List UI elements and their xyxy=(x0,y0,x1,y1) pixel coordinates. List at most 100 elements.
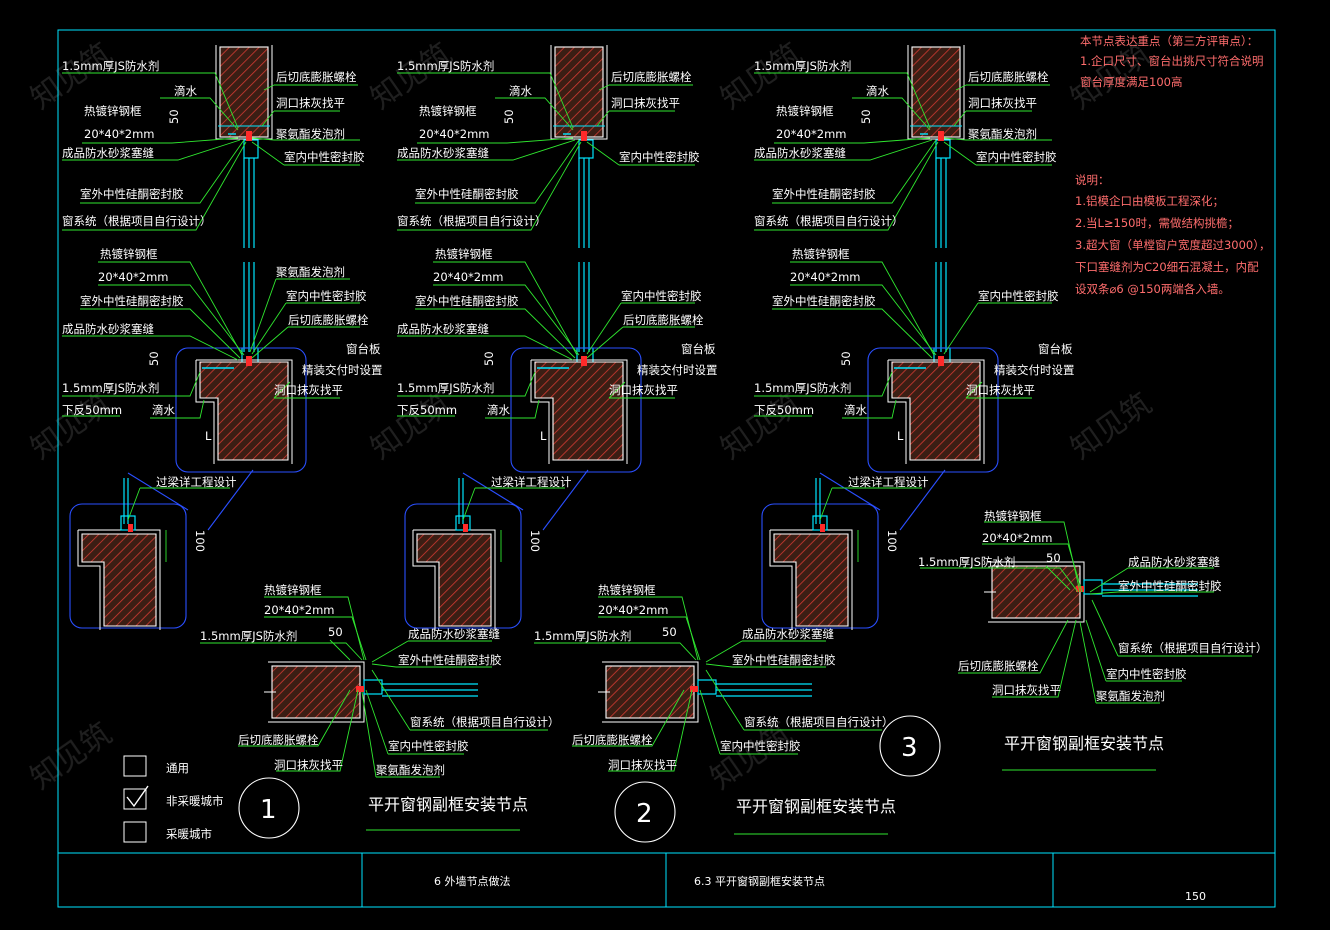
dim-label: 50 xyxy=(859,109,873,124)
label: 室外中性硅酮密封胶 xyxy=(732,653,836,667)
label: 室内中性密封胶 xyxy=(284,150,365,164)
label: 后切底膨胀螺栓 xyxy=(572,733,653,747)
label: 窗系统（根据项目自行设计） xyxy=(1118,641,1268,655)
detail-title: 平开窗钢副框安装节点 xyxy=(368,795,528,814)
dim-label: L xyxy=(540,429,547,443)
label: 洞口抹灰找平 xyxy=(608,758,677,772)
detail-2: 1.5mm厚JS防水剂 滴水 50 热镀锌钢框 20*40*2mm 成品防水砂浆… xyxy=(397,44,896,843)
label: 1.5mm厚JS防水剂 xyxy=(397,381,494,395)
label: 热镀锌钢框 xyxy=(100,247,158,261)
note-line: 说明： xyxy=(1075,173,1110,187)
label: 窗台板 xyxy=(346,342,381,356)
label: 室内中性密封胶 xyxy=(1106,667,1187,681)
note-line: 2.当L≥150时，需做结构挑檐； xyxy=(1075,216,1239,230)
label: 窗系统（根据项目自行设计） xyxy=(744,715,894,729)
label: 热镀锌钢框 xyxy=(776,104,834,118)
dim-label: 50 xyxy=(147,351,161,366)
check-mark-icon xyxy=(126,785,149,808)
label: 20*40*2mm xyxy=(776,127,847,141)
label: 20*40*2mm xyxy=(433,270,504,284)
label: 室内中性密封胶 xyxy=(720,739,801,753)
watermark-text: 知见筑 xyxy=(715,386,809,466)
label: 窗系统（根据项目自行设计） xyxy=(410,715,560,729)
label: 20*40*2mm xyxy=(98,270,169,284)
detail-number: 1 xyxy=(260,795,277,825)
label: 1.5mm厚JS防水剂 xyxy=(62,381,159,395)
label: 后切底膨胀螺栓 xyxy=(611,70,692,84)
label: 后切底膨胀螺栓 xyxy=(276,70,357,84)
label: 下反50mm xyxy=(754,403,814,417)
label: 室内中性密封胶 xyxy=(388,739,469,753)
label: 聚氨酯发泡剂 xyxy=(1096,689,1165,703)
legend-checkbox[interactable] xyxy=(123,821,147,843)
detail-number: 3 xyxy=(901,733,918,763)
label: 热镀锌钢框 xyxy=(84,104,142,118)
legend-checkbox[interactable] xyxy=(123,755,147,777)
label: 热镀锌钢框 xyxy=(984,509,1042,523)
legend-label: 通用 xyxy=(166,761,189,775)
detail-3: 1.5mm厚JS防水剂 滴水 50 热镀锌钢框 20*40*2mm 成品防水砂浆… xyxy=(754,44,1268,777)
note-line: 本节点表达重点（第三方评审点）： xyxy=(1080,34,1258,48)
detail-number-circle xyxy=(238,777,300,839)
label: 洞口抹灰找平 xyxy=(966,383,1035,397)
label: 洞口抹灰找平 xyxy=(274,758,343,772)
detail-1: 1.5mm厚JS防水剂 滴水 50 热镀锌钢框 20*40*2mm 成品防水砂浆… xyxy=(62,44,560,839)
watermark-text: 知见筑 xyxy=(365,386,459,466)
legend-checkbox[interactable] xyxy=(123,788,147,810)
label: 20*40*2mm xyxy=(790,270,861,284)
explanation-notes: 说明： 1.铝模企口由模板工程深化； 2.当L≥150时，需做结构挑檐； 3.超… xyxy=(1075,173,1271,296)
label: 20*40*2mm xyxy=(598,603,669,617)
legend: 通用 非采暖城市 采暖城市 xyxy=(123,755,224,843)
label: 精装交付时设置 xyxy=(302,363,383,377)
label: 室外中性硅酮密封胶 xyxy=(772,187,876,201)
label: 窗系统（根据项目自行设计） xyxy=(397,214,547,228)
label: 室内中性密封胶 xyxy=(619,150,700,164)
label: 室外中性硅酮密封胶 xyxy=(415,187,519,201)
dim-label: 50 xyxy=(662,625,677,639)
note-line: 3.超大窗（单樘窗户宽度超过3000）， xyxy=(1075,238,1271,252)
dim-label: 100 xyxy=(885,530,899,552)
detail-number-circle xyxy=(614,781,676,843)
label: 洞口抹灰找平 xyxy=(968,96,1037,110)
label: 后切底膨胀螺栓 xyxy=(958,659,1039,673)
label: 1.5mm厚JS防水剂 xyxy=(754,381,851,395)
legend-label: 非采暖城市 xyxy=(166,794,224,808)
label: 洞口抹灰找平 xyxy=(274,383,343,397)
watermark-text: 知见筑 xyxy=(1065,386,1159,466)
label: 聚氨酯发泡剂 xyxy=(376,763,445,777)
dim-label: L xyxy=(897,429,904,443)
label: 20*40*2mm xyxy=(982,531,1053,545)
label: 室外中性硅酮密封胶 xyxy=(80,187,184,201)
label: 热镀锌钢框 xyxy=(419,104,477,118)
note-line: 窗台厚度满足100高 xyxy=(1080,75,1182,89)
detail-title: 平开窗钢副框安装节点 xyxy=(736,797,896,816)
watermark-text: 知见筑 xyxy=(25,386,119,466)
label: 窗系统（根据项目自行设计） xyxy=(62,214,212,228)
label: 滴水 xyxy=(844,403,867,417)
label: 成品防水砂浆塞缝 xyxy=(397,146,489,160)
label: 滴水 xyxy=(866,84,889,98)
label: 后切底膨胀螺栓 xyxy=(288,313,369,327)
dim-label: 100 xyxy=(193,530,207,552)
label: 下反50mm xyxy=(62,403,122,417)
label: 1.5mm厚JS防水剂 xyxy=(200,629,297,643)
label: 聚氨酯发泡剂 xyxy=(968,127,1037,141)
legend-label: 采暖城市 xyxy=(166,827,212,841)
label: 后切底膨胀螺栓 xyxy=(968,70,1049,84)
detail-number-circle xyxy=(879,715,941,777)
detail-title: 平开窗钢副框安装节点 xyxy=(1004,734,1164,753)
watermark-text: 知见筑 xyxy=(25,716,119,796)
label: 1.5mm厚JS防水剂 xyxy=(918,555,1015,569)
note-line: 1.铝模企口由模板工程深化； xyxy=(1075,194,1224,208)
dim-label: 50 xyxy=(1046,551,1061,565)
label: 1.5mm厚JS防水剂 xyxy=(397,59,494,73)
label: 成品防水砂浆塞缝 xyxy=(408,627,500,641)
label: 成品防水砂浆塞缝 xyxy=(62,146,154,160)
page-number: 150 xyxy=(1185,890,1206,903)
label: 成品防水砂浆塞缝 xyxy=(742,627,834,641)
label: 洞口抹灰找平 xyxy=(992,683,1061,697)
label: 热镀锌钢框 xyxy=(598,583,656,597)
label: 滴水 xyxy=(509,84,532,98)
label: 窗台板 xyxy=(681,342,716,356)
